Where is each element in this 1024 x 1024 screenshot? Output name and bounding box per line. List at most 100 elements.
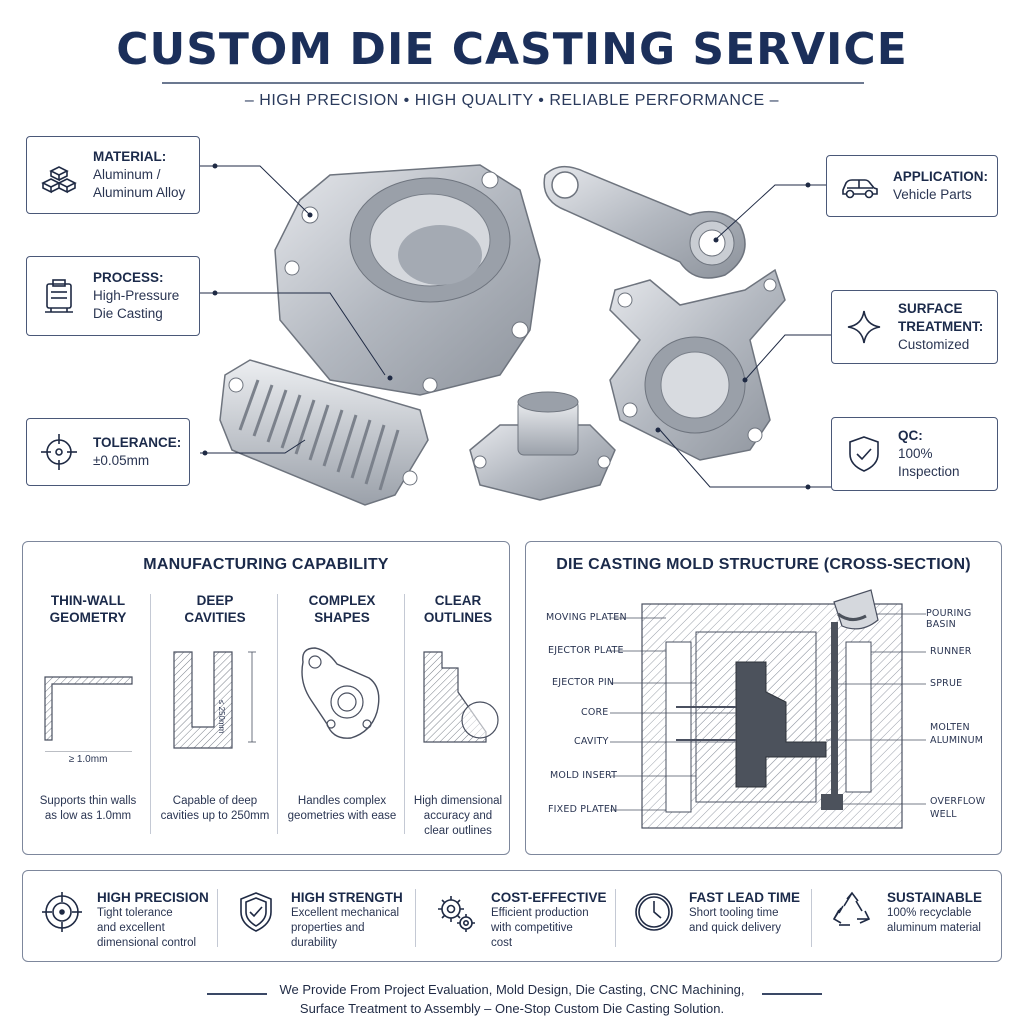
clear-outlines-desc-1: High dimensional	[413, 795, 503, 807]
title-underline	[162, 82, 864, 84]
heat-sink-part	[219, 359, 429, 506]
surface-treatment-callout: SURFACE TREATMENT: Customized	[831, 290, 998, 364]
feature-divider	[217, 889, 218, 947]
qc-label: QC:	[898, 428, 923, 443]
qc-value-line-1: 100%	[898, 446, 933, 461]
process-value-line-2: Die Casting	[93, 306, 163, 321]
feature-fast-lead-time-title: FAST LEAD TIME	[689, 890, 800, 905]
thin-wall-desc-2: as low as 1.0mm	[44, 810, 132, 822]
feature-cost-effective-title: COST-EFFECTIVE	[491, 890, 607, 905]
footer-rule-left	[207, 993, 267, 995]
footer-text: We Provide From Project Evaluation, Mold…	[0, 980, 1024, 1018]
feature-cost-effective: COST-EFFECTIVE Efficient production with…	[433, 889, 618, 949]
feature-divider	[615, 889, 616, 947]
feature-cost-effective-desc-1: Efficient production	[491, 907, 589, 919]
tolerance-label: TOLERANCE:	[93, 435, 182, 450]
connecting-rod-part	[543, 166, 746, 279]
feature-high-precision-desc-2: and excellent	[97, 922, 165, 934]
features-panel: HIGH PRECISION Tight tolerance and excel…	[22, 870, 1002, 962]
feature-high-strength-desc-2: properties and	[291, 922, 365, 934]
column-divider	[404, 594, 405, 834]
label-moving-platen: MOVING PLATEN	[546, 612, 627, 623]
label-aluminum: ALUMINUM	[930, 735, 984, 746]
application-callout: APPLICATION: Vehicle Parts	[826, 155, 998, 217]
label-runner: RUNNER	[930, 646, 972, 657]
thin-wall-diagram	[44, 676, 133, 753]
feature-sustainable-title: SUSTAINABLE	[887, 890, 983, 905]
clear-outlines-heading-1: CLEAR	[434, 593, 482, 608]
clear-outlines-diagram	[423, 651, 499, 743]
car-icon	[837, 164, 881, 208]
feature-cost-effective-desc-2: with competitive	[491, 922, 573, 934]
feature-divider	[811, 889, 812, 947]
mold-cross-section-diagram	[610, 589, 926, 829]
tolerance-value: ±0.05mm	[93, 453, 150, 468]
page-title: CUSTOM DIE CASTING SERVICE	[116, 24, 908, 75]
surface-treatment-label-2: TREATMENT:	[898, 319, 984, 334]
feature-high-precision-title: HIGH PRECISION	[97, 890, 209, 905]
complex-shapes-diagram	[301, 647, 380, 739]
label-fixed-platen: FIXED PLATEN	[548, 804, 618, 815]
clock-icon	[631, 889, 677, 935]
feature-sustainable-desc-2: aluminum material	[887, 922, 981, 934]
clear-outlines-desc-2: accuracy and	[423, 810, 493, 822]
thin-wall-column: THIN-WALL GEOMETRY ≥ 1.0mm Supports thin…	[27, 592, 149, 822]
process-value-line-1: High-Pressure	[93, 288, 180, 303]
mold-structure-title: DIE CASTING MOLD STRUCTURE (CROSS-SECTIO…	[556, 556, 971, 573]
label-pouring-basin: POURING BASIN	[926, 608, 972, 630]
complex-shapes-column: COMPLEX SHAPES Handles complex geometrie…	[281, 592, 403, 822]
casting-machine-icon	[37, 274, 81, 318]
feature-fast-lead-time-desc-1: Short tooling time	[689, 907, 779, 919]
feature-high-precision-desc-3: dimensional control	[97, 937, 197, 949]
material-value-line-1: Aluminum /	[93, 167, 161, 182]
crosshair-icon	[37, 430, 81, 474]
column-divider	[150, 594, 151, 834]
sparkle-icon	[842, 305, 886, 349]
process-label: PROCESS:	[93, 270, 164, 285]
feature-high-strength: HIGH STRENGTH Excellent mechanical prope…	[233, 889, 413, 949]
feature-high-precision: HIGH PRECISION Tight tolerance and excel…	[39, 889, 219, 949]
feature-high-strength-title: HIGH STRENGTH	[291, 890, 403, 905]
complex-shapes-heading-2: SHAPES	[314, 610, 370, 625]
label-molten: MOLTEN	[930, 722, 970, 733]
gears-icon	[433, 889, 479, 935]
material-value-line-2: Aluminum Alloy	[93, 185, 186, 200]
complex-shapes-desc-1: Handles complex	[297, 795, 387, 807]
footer-line-1: We Provide From Project Evaluation, Mold…	[279, 982, 745, 997]
recycle-icon	[829, 889, 875, 935]
label-mold-insert: MOLD INSERT	[550, 770, 618, 781]
process-callout: PROCESS: High-Pressure Die Casting	[26, 256, 200, 336]
feature-divider	[415, 889, 416, 947]
deep-cavities-heading-1: DEEP	[196, 593, 234, 608]
surface-treatment-label: SURFACE	[898, 301, 963, 316]
steering-knuckle-part	[609, 268, 786, 461]
thin-wall-heading-1: THIN-WALL	[50, 593, 126, 608]
feature-high-strength-desc-3: durability	[291, 937, 338, 949]
page-subtitle: – HIGH PRECISION • HIGH QUALITY • RELIAB…	[244, 92, 780, 109]
deep-cavities-heading-2: CAVITIES	[184, 610, 246, 625]
material-label: MATERIAL:	[93, 149, 167, 164]
feature-fast-lead-time-desc-2: and quick delivery	[689, 922, 782, 934]
column-divider	[277, 594, 278, 834]
footer-rule-right	[762, 993, 822, 995]
thin-wall-dimension: ≥ 1.0mm	[68, 754, 108, 765]
qc-value-line-2: Inspection	[898, 464, 960, 479]
thin-wall-desc-1: Supports thin walls	[39, 795, 137, 807]
qc-callout: QC: 100% Inspection	[831, 417, 998, 491]
feature-high-precision-desc-1: Tight tolerance	[97, 907, 173, 919]
surface-treatment-value: Customized	[898, 337, 970, 352]
feature-sustainable: SUSTAINABLE 100% recyclable aluminum mat…	[829, 889, 999, 949]
ingot-stack-icon	[37, 153, 81, 197]
shield-check-icon	[842, 432, 886, 476]
gearbox-housing-part	[274, 164, 541, 396]
clear-outlines-desc-3: clear outlines	[424, 825, 492, 837]
deep-cavities-desc-2: cavities up to 250mm	[160, 810, 270, 822]
deep-cavities-dimension: ≤ 250mm	[217, 700, 226, 734]
label-core: CORE	[581, 707, 609, 718]
complex-shapes-desc-2: geometries with ease	[287, 810, 397, 822]
complex-shapes-heading-1: COMPLEX	[308, 593, 376, 608]
deep-cavities-desc-1: Capable of deep	[172, 795, 258, 807]
application-value: Vehicle Parts	[893, 187, 972, 202]
feature-high-strength-desc-1: Excellent mechanical	[291, 907, 400, 919]
deep-cavities-diagram	[173, 651, 256, 749]
